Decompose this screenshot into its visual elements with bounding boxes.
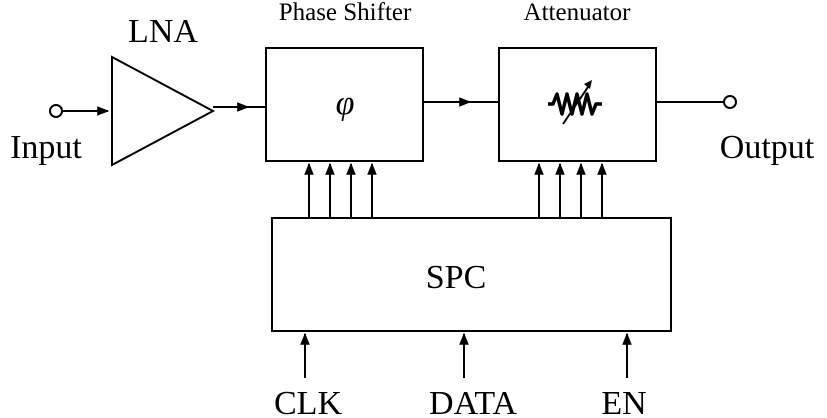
attenuator-block (498, 47, 657, 162)
data-label: DATA (429, 385, 517, 418)
variable-resistor-icon (548, 80, 602, 125)
en-label: EN (601, 385, 646, 418)
phase-shifter-block (265, 47, 424, 162)
phase-shifter-label: Phase Shifter (279, 0, 412, 26)
lna-amplifier (111, 55, 216, 167)
attenuator-label: Attenuator (524, 0, 632, 26)
phase-shifter-control-lines (304, 162, 377, 218)
input-label: Input (10, 129, 82, 166)
spc-block (271, 217, 672, 332)
output-terminal (723, 95, 737, 109)
input-terminal (49, 104, 63, 118)
spc-label: SPC (426, 259, 487, 296)
output-label: Output (720, 129, 815, 166)
clk-label: CLK (274, 385, 342, 418)
lna-label: LNA (128, 13, 198, 50)
attenuator-control-lines (534, 162, 607, 218)
phi-symbol: φ (336, 85, 355, 122)
